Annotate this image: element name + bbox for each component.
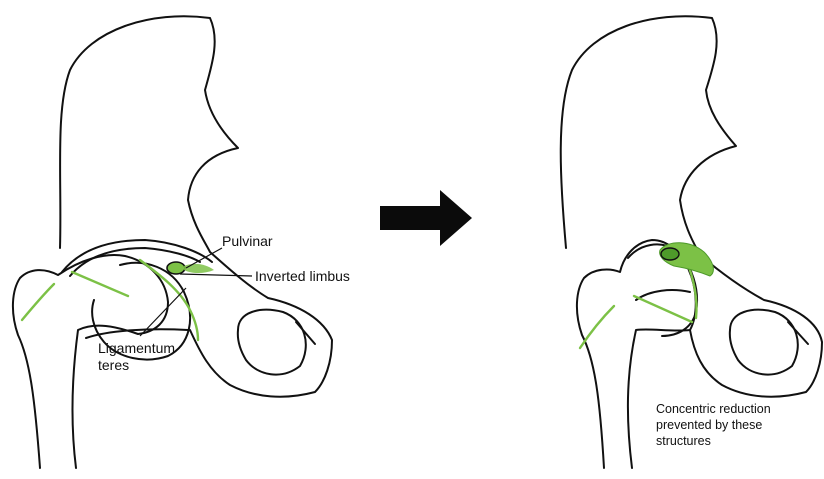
- caption-line-2: prevented by these: [656, 418, 762, 434]
- right-arrow-icon: [380, 190, 472, 246]
- right-highlights: [580, 260, 697, 348]
- right-acetabulum-lower: [636, 290, 690, 300]
- ligamentum-teres-label-line1: Ligamentum: [98, 340, 175, 357]
- left-hip-illustration: [13, 16, 332, 468]
- right-hip-illustration: [561, 16, 822, 468]
- caption-line-1: Concentric reduction: [656, 402, 771, 418]
- right-pulvinar-fill: [660, 243, 714, 276]
- left-pulvinar-blob: [167, 262, 185, 274]
- ligamentum-teres-label-line2: teres: [98, 357, 129, 374]
- inverted-limbus-label: Inverted limbus: [255, 268, 350, 285]
- left-femur-outline: [13, 255, 168, 468]
- caption-line-3: structures: [656, 434, 711, 450]
- right-physis-line: [580, 306, 614, 348]
- right-lig-teres-green: [634, 296, 692, 322]
- right-limbus-blob: [661, 248, 679, 260]
- left-lig-teres-green: [72, 272, 128, 296]
- pulvinar-label: Pulvinar: [222, 233, 273, 250]
- right-obturator-foramen: [730, 310, 798, 375]
- left-pulvinar-fill: [167, 262, 214, 274]
- right-pelvis-outline: [561, 16, 822, 396]
- left-limbus-blob: [184, 264, 214, 273]
- left-obturator-foramen: [238, 310, 306, 375]
- left-physis-line: [22, 284, 54, 320]
- inverted-limbus-leader: [180, 274, 252, 276]
